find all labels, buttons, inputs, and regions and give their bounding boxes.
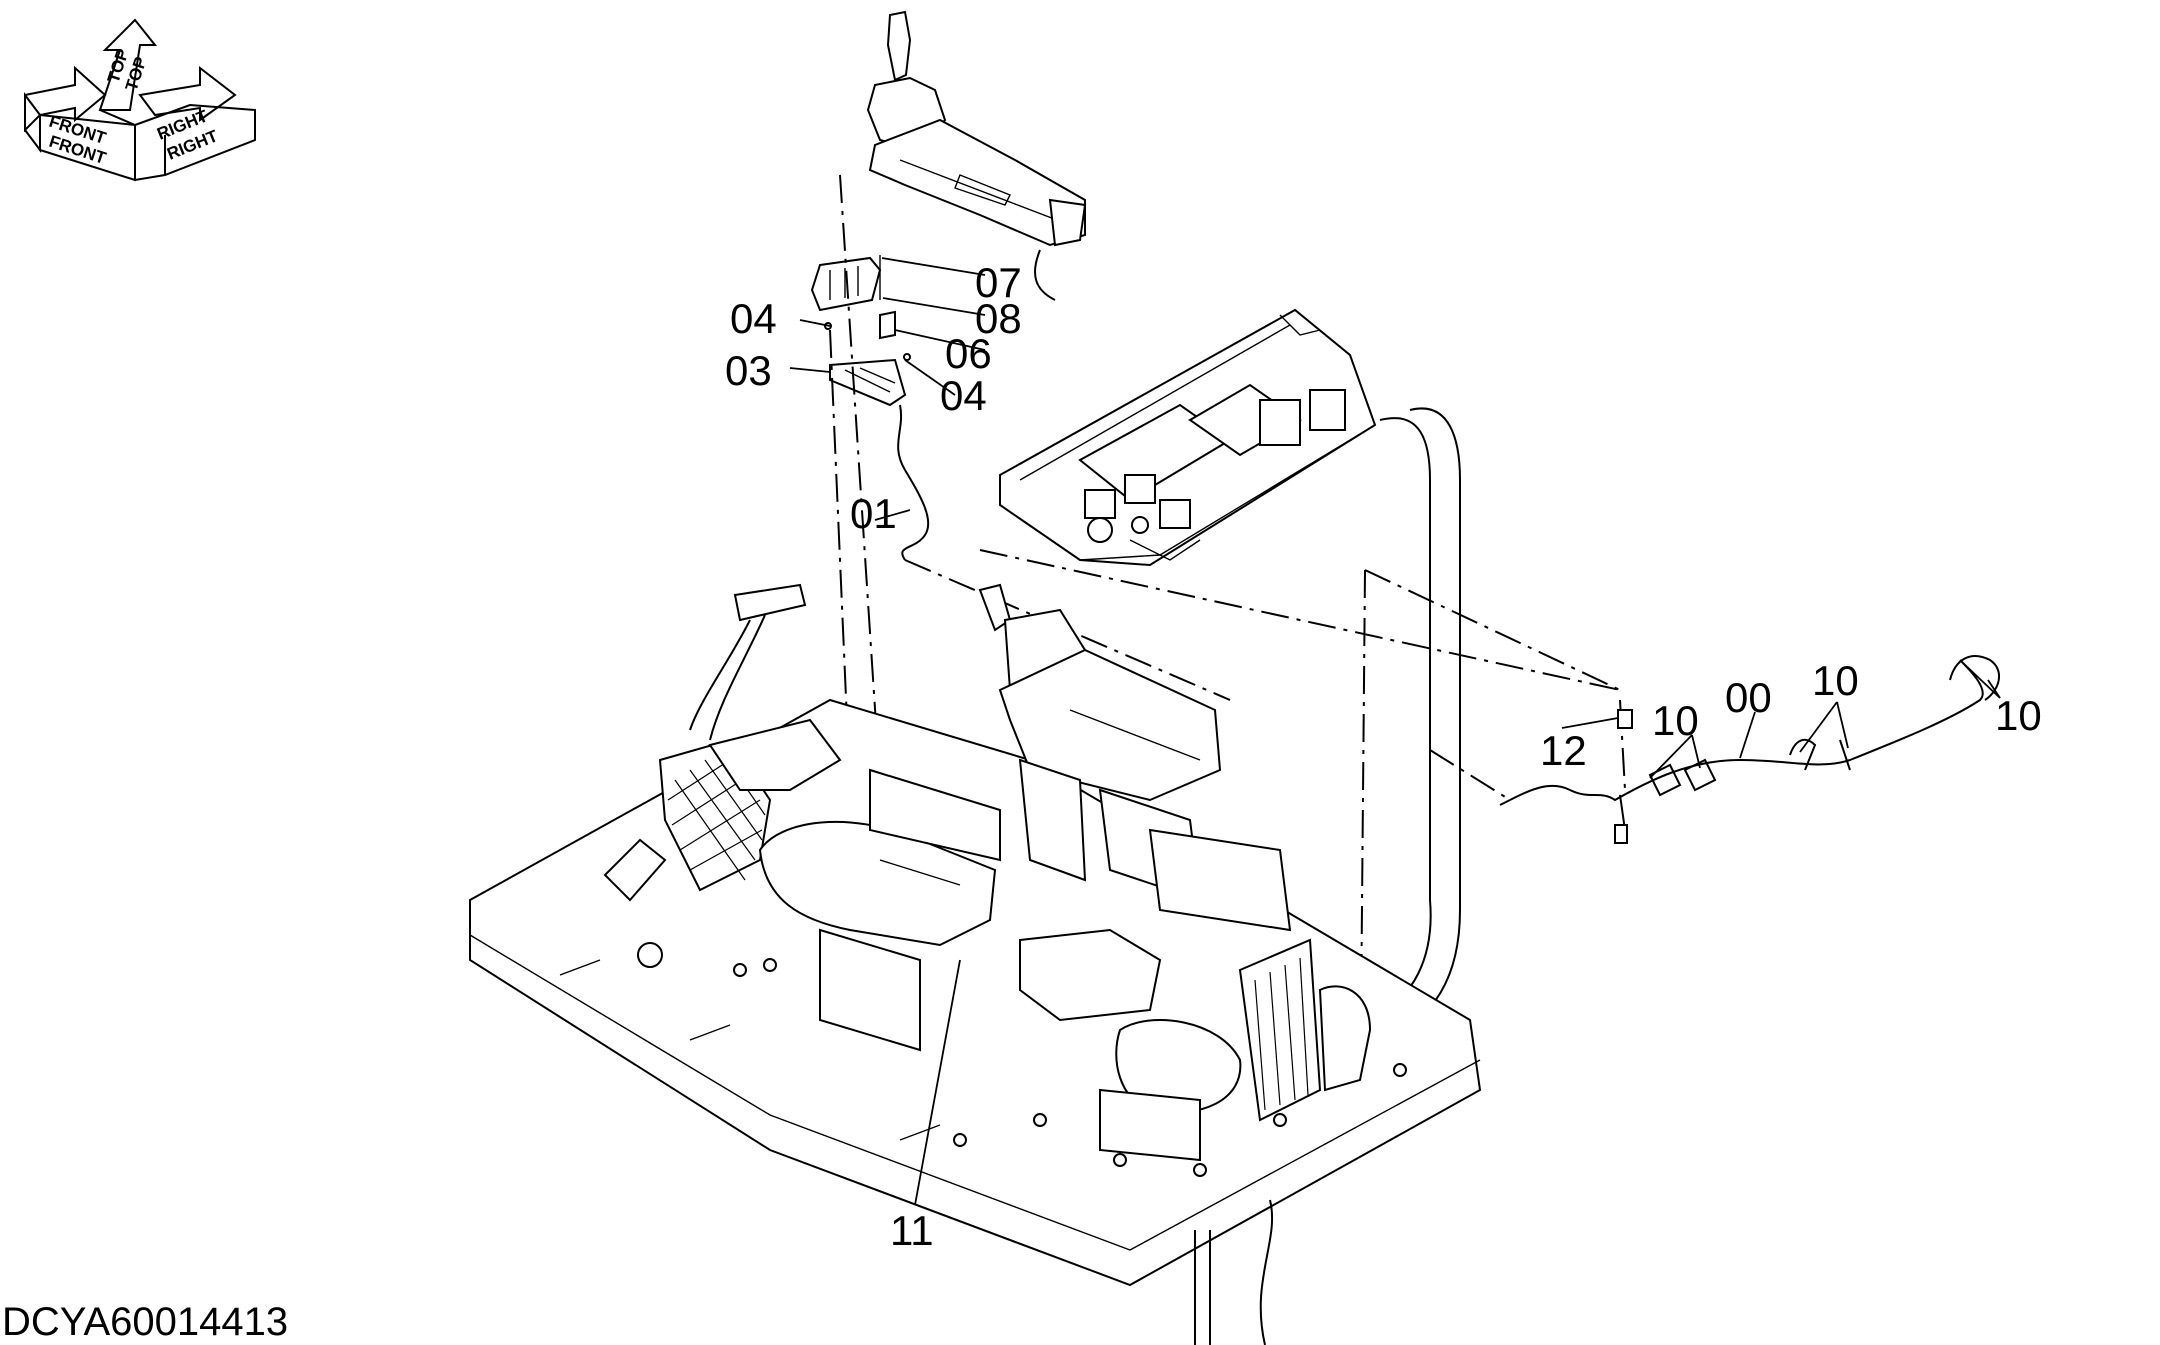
callout-12: 12 [1540,727,1587,774]
leader-lines [789,257,2001,1206]
upper-joystick-console [866,10,1087,301]
callout-07: 07 [975,259,1022,306]
controller-box [999,308,1377,567]
callout-04-left: 04 [730,295,777,342]
assembly-guide-lines [829,174,1626,1131]
harness-conduit [1379,407,1461,1031]
callout-03: 03 [725,347,772,394]
callout-01: 01 [850,490,897,537]
callout-00: 00 [1725,674,1772,721]
left-console [603,583,1001,1052]
callout-06: 06 [945,330,992,377]
callout-10-center: 10 [1812,657,1859,704]
callout-labels: 07 08 06 04 03 04 01 12 10 00 10 10 11 [725,259,2042,1254]
callout-04-right: 04 [940,372,987,419]
callout-11: 11 [890,1207,934,1254]
callout-10-left: 10 [1652,697,1699,744]
callout-10-right: 10 [1995,692,2042,739]
orientation-icon: FRONT FRONT TOP TOP RIGHT RIGHT [24,18,256,182]
drawing-code: DCYA60014413 [2,1300,288,1344]
right-console [978,583,1292,932]
seat-mechanism [1019,928,1372,1162]
switch-assembly [810,255,930,561]
callout-08: 08 [975,295,1022,342]
